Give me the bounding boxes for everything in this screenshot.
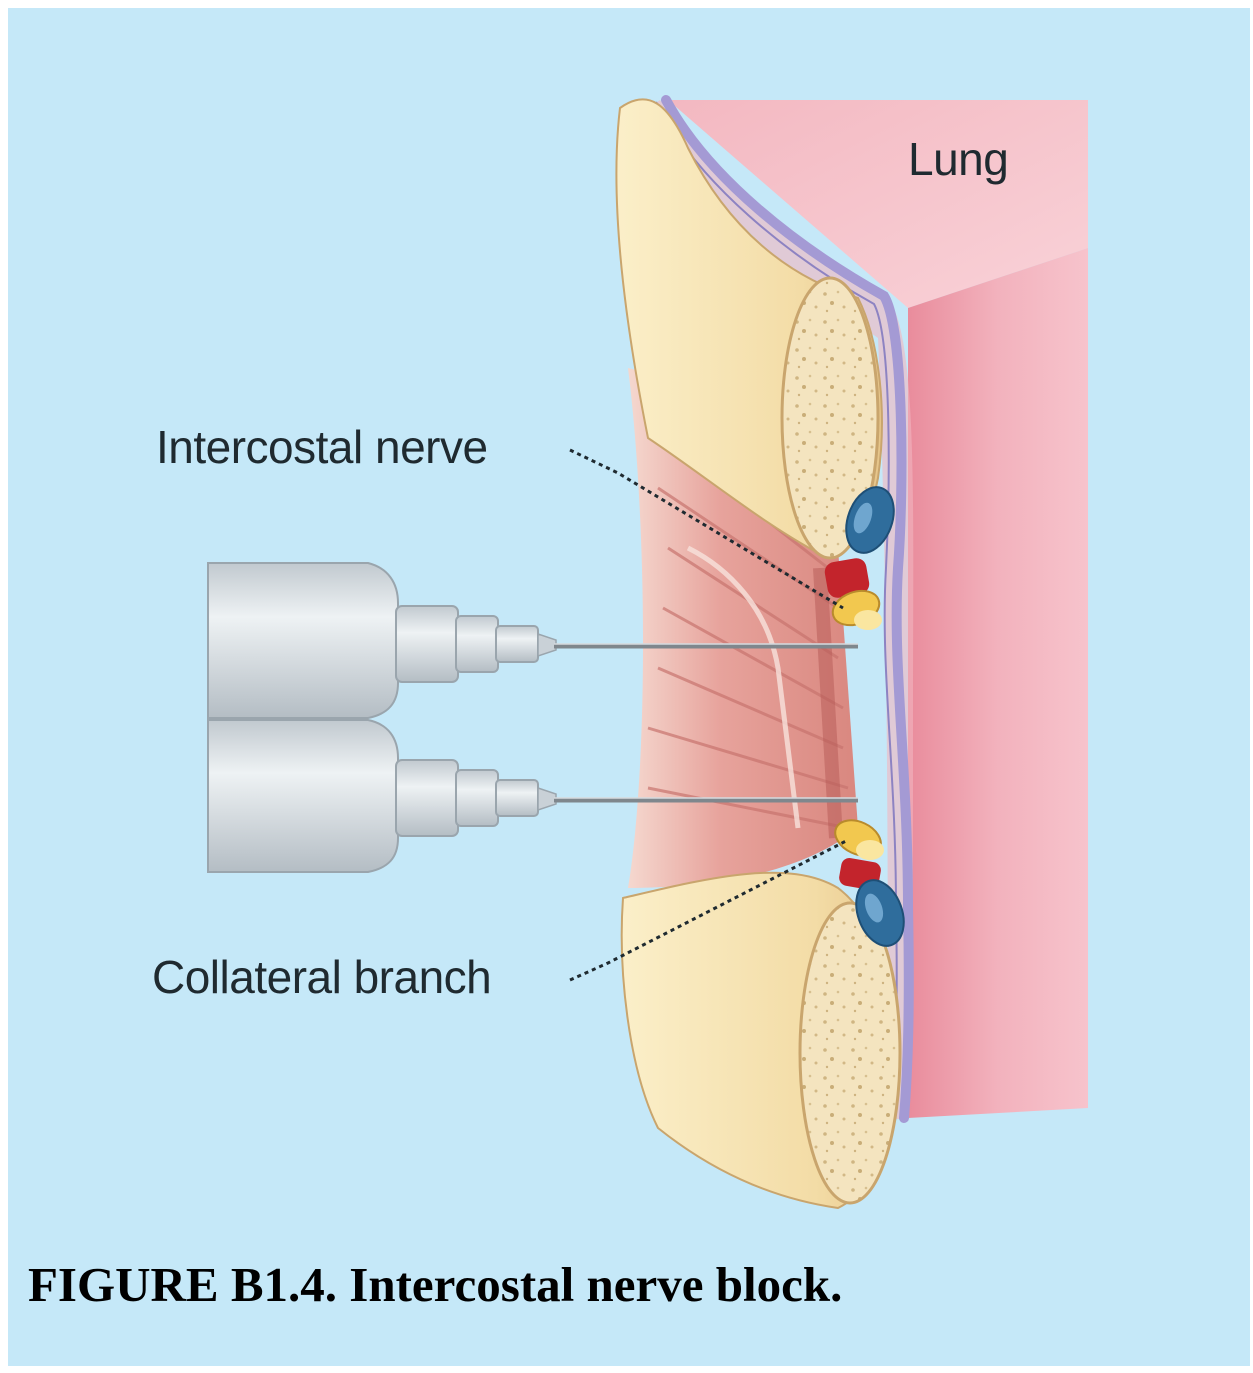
label-lung: Lung xyxy=(908,132,1008,186)
figure-caption: FIGURE B1.4. Intercostal nerve block. xyxy=(28,1256,842,1313)
lower-rib xyxy=(622,873,900,1208)
label-collateral-branch: Collateral branch xyxy=(152,950,491,1004)
figure-panel: Lung Intercostal nerve Collateral branch… xyxy=(8,8,1250,1366)
intercostal-block-illustration xyxy=(8,8,1250,1366)
syringe-upper xyxy=(208,563,556,718)
syringe-lower xyxy=(208,720,556,872)
label-intercostal-nerve: Intercostal nerve xyxy=(156,420,488,474)
